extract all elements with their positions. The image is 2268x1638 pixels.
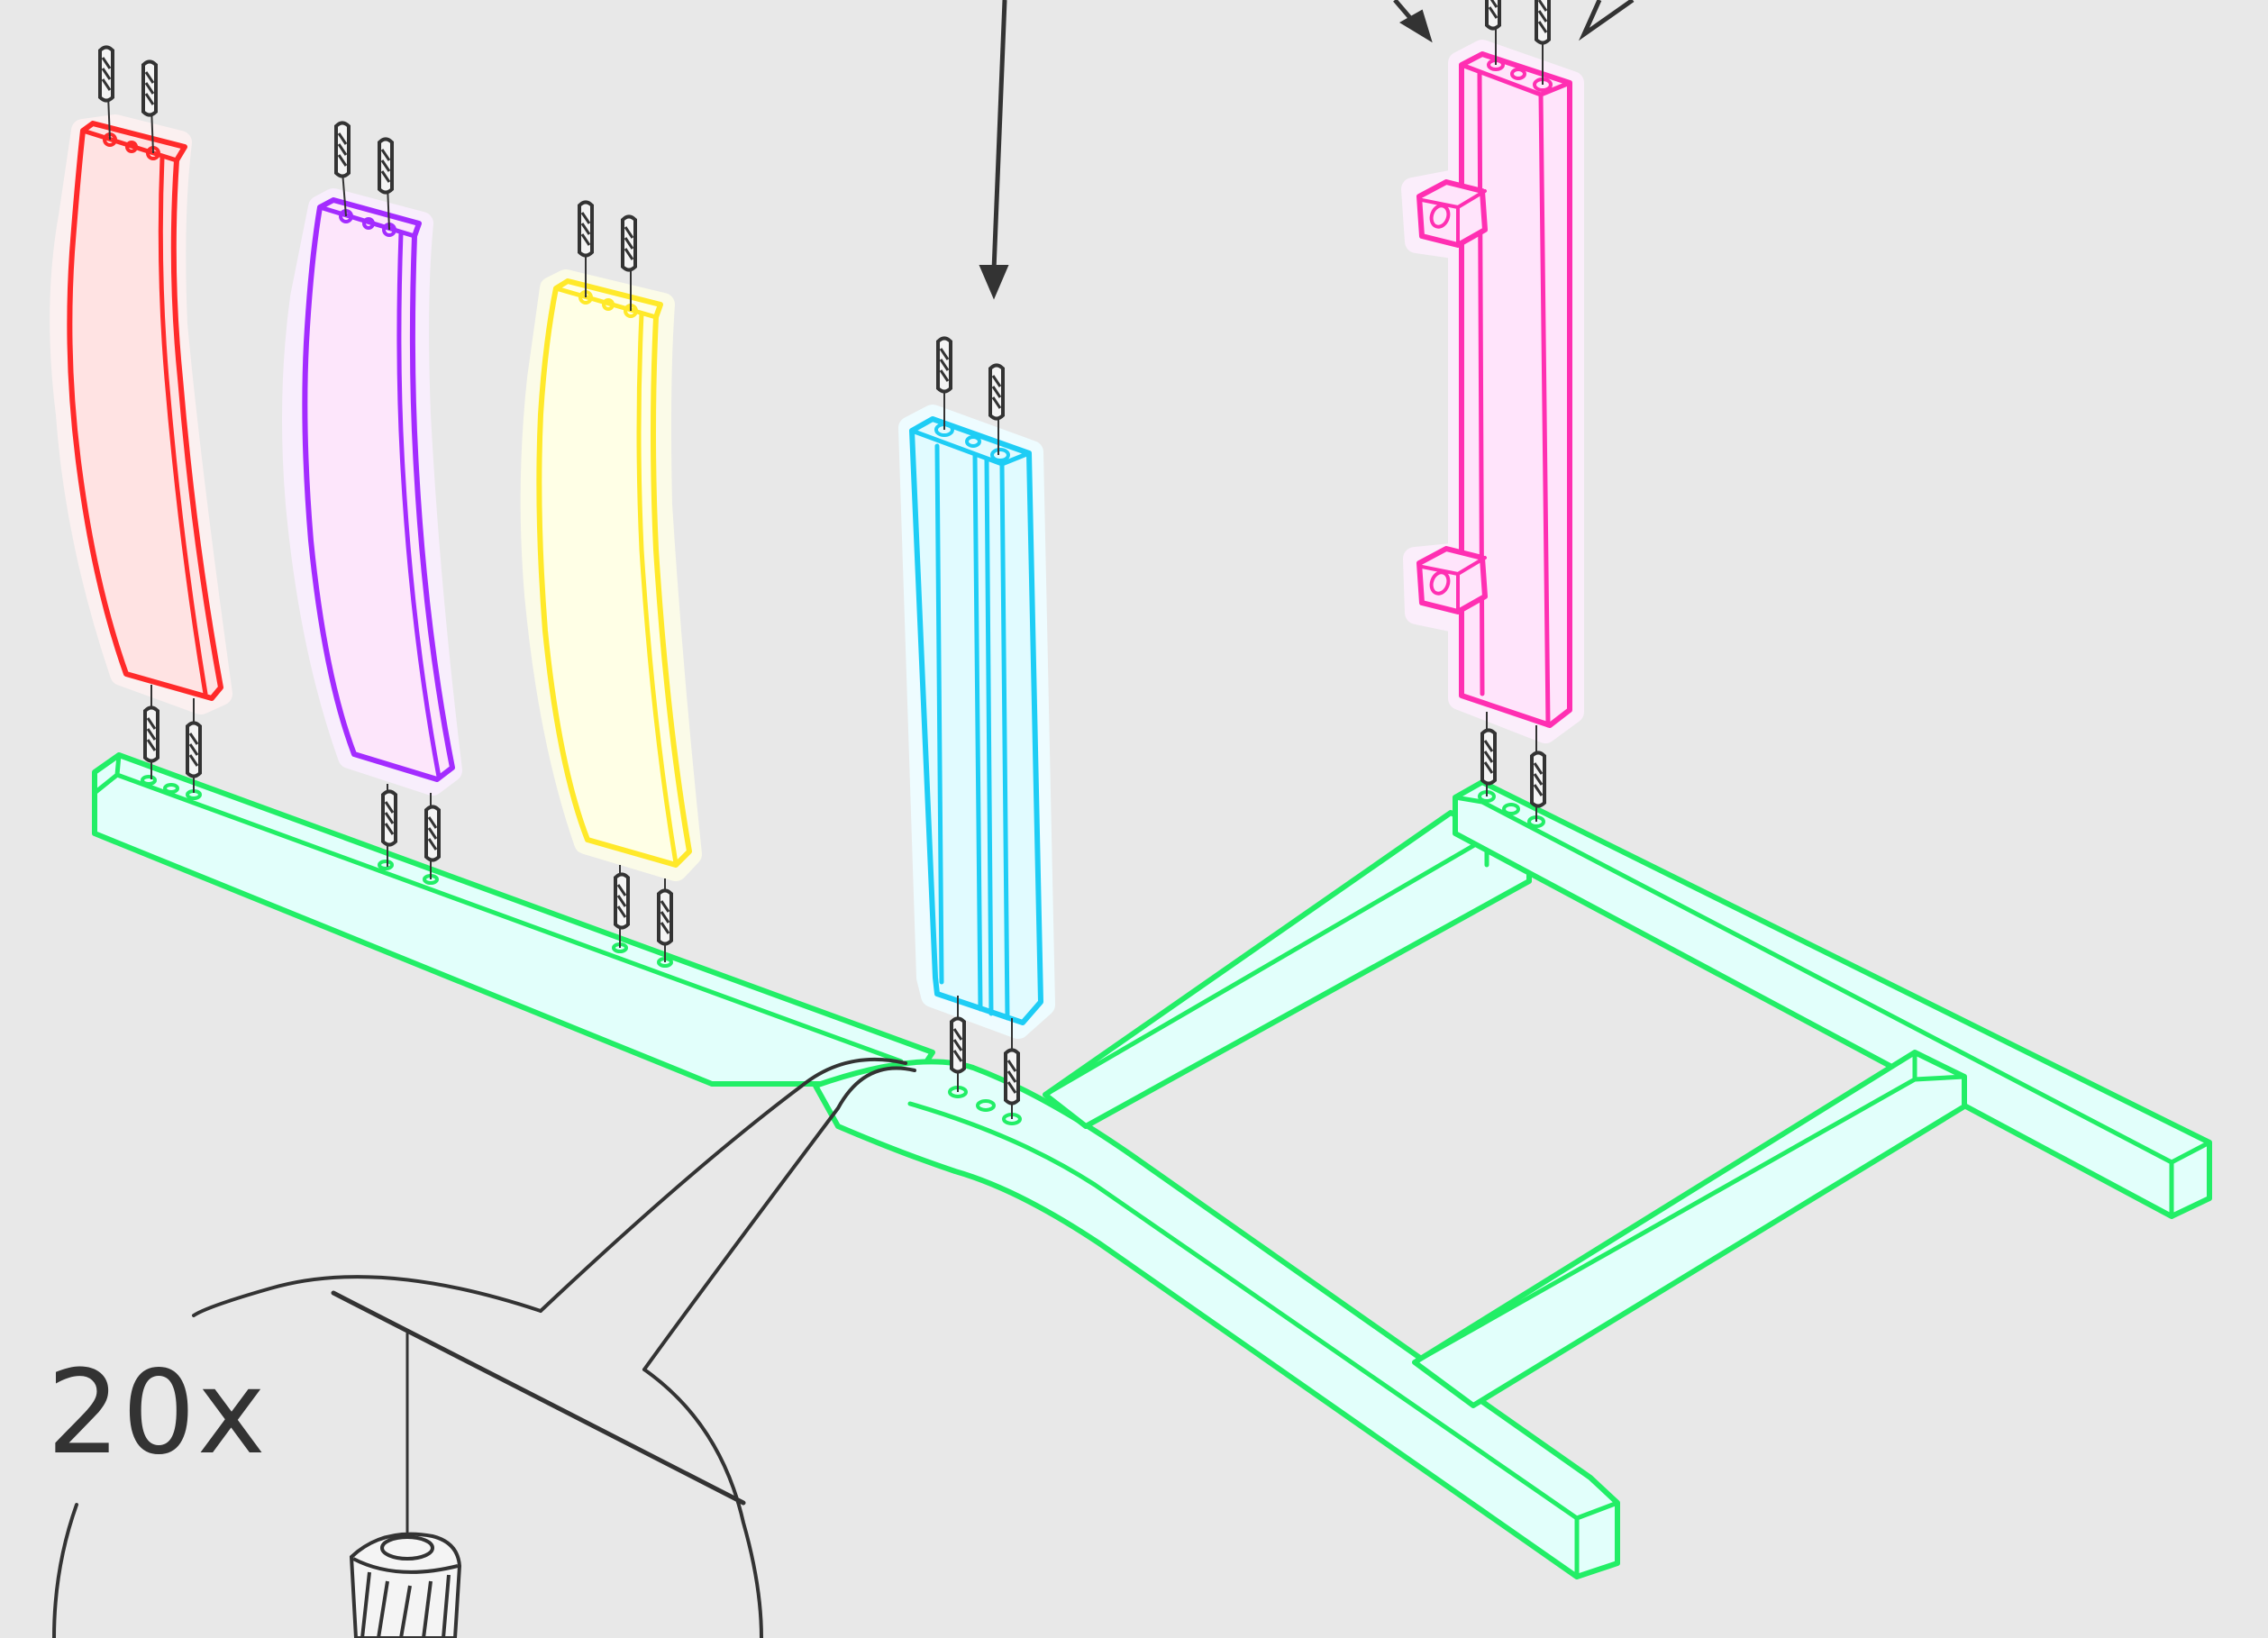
side-post xyxy=(1413,51,1572,732)
corner-bracket-icon xyxy=(1419,549,1485,612)
assembly-arrow-icon xyxy=(1395,0,1431,41)
leg-frame xyxy=(95,751,2209,1577)
corner-bracket-icon xyxy=(1419,182,1485,245)
back-slat xyxy=(533,281,690,869)
middle-slat xyxy=(294,200,452,784)
lower-cross-rail xyxy=(1415,1052,1964,1406)
assembly-arrow-icon xyxy=(980,0,1007,297)
upper-cross-rail xyxy=(1045,813,1529,1126)
center-post xyxy=(910,416,1043,1027)
assembly-arrow-icon xyxy=(1584,0,1633,34)
quantity-label: 20x xyxy=(47,1356,268,1471)
front-slat xyxy=(61,123,221,703)
wooden-dowel-icon xyxy=(351,1534,460,1638)
